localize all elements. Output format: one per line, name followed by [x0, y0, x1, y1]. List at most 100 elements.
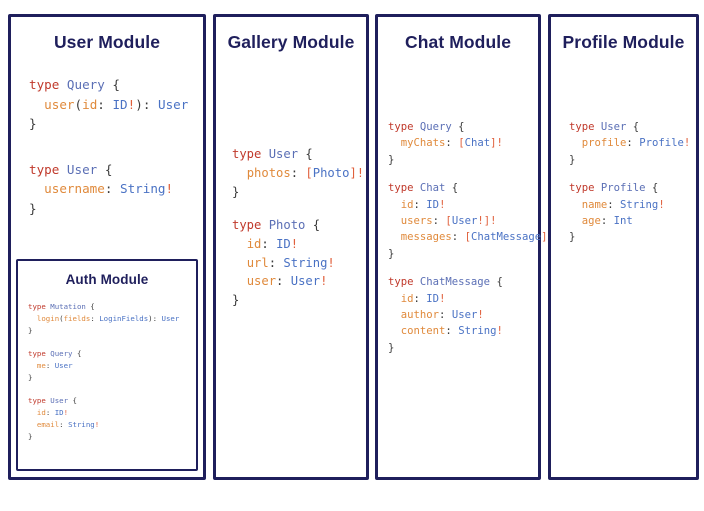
- schema-token: ]: [490, 137, 497, 150]
- schema-line: type Profile {: [569, 182, 658, 194]
- schema-type-block: type User { username: String! }: [29, 160, 203, 219]
- schema-token: type: [388, 182, 420, 195]
- schema-token: :: [104, 181, 121, 197]
- schema-token: ID: [426, 198, 440, 211]
- schema-line: me: User: [28, 361, 73, 370]
- schema-type-block: type Query { myChats: [Chat]! }: [388, 119, 538, 168]
- schema-token: }: [232, 184, 240, 199]
- schema-token: !: [165, 181, 174, 197]
- schema-line: }: [388, 154, 394, 166]
- schema-line: profile: Profile!: [569, 137, 690, 149]
- schema-token: :: [600, 215, 614, 228]
- schema-token: type: [28, 395, 51, 405]
- schema-type-block: type Query { me: User }: [28, 348, 196, 384]
- schema-token: type: [232, 147, 269, 161]
- schema-token: user: [246, 274, 277, 289]
- schema-token: :: [152, 313, 162, 323]
- schema-token: [29, 181, 44, 196]
- schema-token: Profile: [600, 182, 646, 195]
- schema-token: {: [104, 77, 121, 92]
- card-chat-module[interactable]: Chat Module type Query { myChats: [Chat]…: [375, 14, 554, 480]
- schema-token: [388, 137, 401, 149]
- schema-token: [: [305, 165, 313, 180]
- schema-type-block: type Chat { id: ID! users: [User!]! mess…: [388, 180, 554, 262]
- schema-token: User: [290, 274, 321, 289]
- schema-token: User: [157, 96, 189, 112]
- schema-line: messages: [ChatMessage]!: [388, 231, 554, 243]
- card-title-profile-module: Profile Module: [562, 32, 685, 52]
- card-profile-module[interactable]: Profile Module type User { profile: Prof…: [548, 14, 699, 480]
- schema-token: [388, 309, 401, 321]
- schema-token: :: [97, 96, 113, 112]
- schema-token: [388, 215, 401, 227]
- schema-token: }: [28, 325, 33, 335]
- schema-line: id: ID!: [28, 408, 68, 417]
- schema-token: ): [135, 96, 143, 112]
- schema-token: :: [45, 360, 55, 370]
- schema-token: id: [246, 236, 262, 251]
- schema-token: !: [94, 419, 100, 429]
- schema-token: ID: [54, 407, 64, 417]
- schema-token: [: [464, 231, 471, 244]
- schema-line: type Photo {: [232, 218, 320, 232]
- schema-line: type ChatMessage {: [388, 276, 503, 288]
- schema-token: id: [400, 198, 414, 211]
- schema-token: [28, 314, 37, 323]
- schema-token: ]: [483, 215, 491, 228]
- card-title-gallery-module: Gallery Module: [227, 32, 355, 52]
- schema-token: url: [246, 255, 269, 270]
- schema-token: !: [658, 198, 665, 211]
- schema-token: ID: [426, 292, 440, 305]
- schema-line: user(id: ID!): User: [29, 97, 188, 112]
- schema-token: profile: [581, 137, 627, 150]
- schema-line: user: User!: [232, 274, 328, 289]
- schema-type-block: type Profile { name: String! age: Int }: [569, 180, 696, 246]
- schema-token: User: [451, 309, 478, 322]
- schema-token: Query: [419, 121, 452, 133]
- schema-line: }: [28, 432, 32, 441]
- schema-token: type: [232, 217, 269, 232]
- schema-line: age: Int: [569, 215, 633, 227]
- schema-code-gallery-module: type User { photos: [Photo]! }type Photo…: [232, 145, 366, 310]
- schema-token: [28, 420, 37, 429]
- schema-code-profile-module: type User { profile: Profile! }type Prof…: [569, 119, 696, 246]
- schema-line: }: [29, 116, 37, 131]
- schema-line: username: String!: [29, 181, 173, 196]
- schema-line: type Query {: [388, 121, 465, 133]
- schema-line: users: [User!]!: [388, 215, 497, 227]
- card-auth-module[interactable]: Auth Module type Mutation { login(fields…: [16, 259, 198, 471]
- schema-token: }: [388, 153, 395, 166]
- schema-token: Mutation: [50, 302, 86, 311]
- schema-line: type Chat {: [388, 182, 458, 194]
- schema-line: }: [388, 248, 394, 260]
- schema-token: [28, 361, 37, 370]
- schema-token: :: [261, 236, 277, 251]
- schema-line: type User {: [28, 396, 77, 405]
- schema-token: {: [97, 161, 113, 177]
- schema-line: }: [29, 201, 37, 216]
- schema-token: String: [120, 181, 166, 197]
- schema-token: Profile: [639, 137, 684, 150]
- schema-token: }: [232, 293, 240, 308]
- schema-token: :: [451, 231, 465, 244]
- schema-token: messages: [400, 231, 452, 244]
- schema-token: [388, 293, 401, 305]
- schema-token: Photo: [312, 165, 350, 180]
- schema-token: [569, 137, 582, 149]
- schema-line: }: [569, 231, 575, 243]
- schema-token: :: [607, 198, 621, 211]
- schema-token: :: [413, 198, 427, 211]
- card-user-module[interactable]: User Module type Query { user(id: ID!): …: [8, 14, 206, 480]
- schema-type-block: type ChatMessage { id: ID! author: User!…: [388, 274, 538, 356]
- schema-token: !: [490, 215, 497, 228]
- schema-token: User: [451, 215, 478, 228]
- schema-token: type: [569, 182, 601, 195]
- schema-token: ChatMessage: [470, 231, 542, 244]
- card-title-auth-module: Auth Module: [65, 272, 149, 287]
- schema-token: {: [85, 302, 95, 311]
- schema-token: ID: [112, 96, 128, 112]
- schema-token: [232, 166, 247, 180]
- card-title-user-module: User Module: [53, 32, 161, 52]
- schema-token: String: [68, 419, 95, 429]
- card-gallery-module[interactable]: Gallery Module type User { photos: [Phot…: [213, 14, 369, 480]
